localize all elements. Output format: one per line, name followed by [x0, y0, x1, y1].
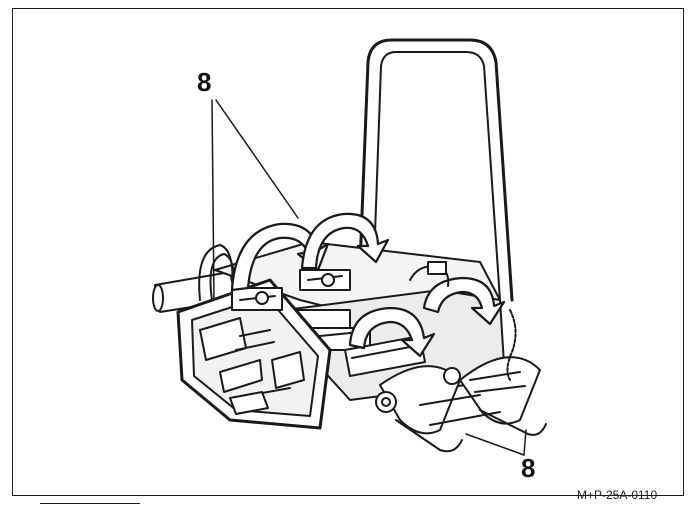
- carrier-loop-frame: [358, 38, 514, 302]
- strap-arrows-rear: [230, 212, 390, 292]
- power-cable: [409, 261, 517, 381]
- figure-reference-code: M+P-25A-0110: [577, 488, 658, 502]
- rear-light-board: [176, 278, 332, 430]
- frame-tail-line: [40, 503, 140, 504]
- callout-leaders: [211, 99, 527, 456]
- front-right-holders: [375, 356, 547, 453]
- left-wheel-holders: [198, 244, 351, 311]
- strap-arrows-front: [348, 276, 506, 358]
- callout-label-bottom: 8: [521, 453, 536, 483]
- callout-label-top: 8: [197, 67, 212, 97]
